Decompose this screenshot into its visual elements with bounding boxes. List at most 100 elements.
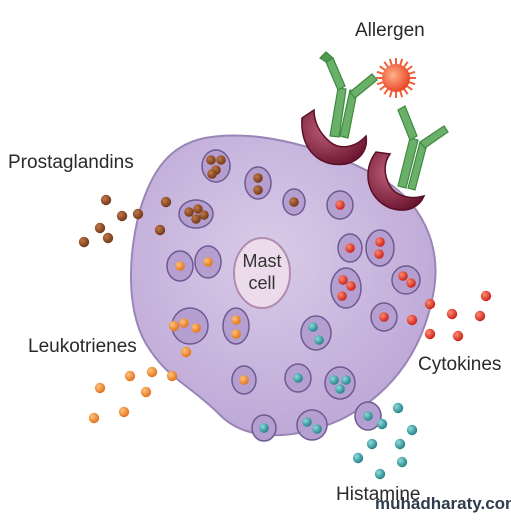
cytokine-particle	[480, 290, 492, 302]
prostaglandin-particle	[207, 169, 217, 179]
prostaglandin-particle	[102, 232, 114, 244]
granule	[222, 307, 250, 345]
granule	[365, 229, 395, 267]
histamine-particle	[341, 375, 351, 385]
histamine-particle	[406, 424, 418, 436]
prostaglandin-particle	[94, 222, 106, 234]
prostaglandin-particle	[193, 204, 203, 214]
histamine-particle	[312, 424, 322, 434]
granule	[231, 365, 257, 395]
cytokine-particle	[375, 237, 385, 247]
leukotrienes-label: Leukotrienes	[28, 336, 137, 357]
granule	[296, 409, 328, 441]
mast-cell-label-line2: cell	[248, 273, 276, 293]
histamine-particle	[394, 438, 406, 450]
histamine-particle	[308, 322, 318, 332]
leukotriene-particle	[203, 257, 213, 267]
ige-antibody-icon	[397, 105, 449, 191]
cytokine-particle	[345, 243, 355, 253]
histamine-particle	[374, 468, 386, 480]
prostaglandin-particle	[100, 194, 112, 206]
cytokine-particle	[374, 249, 384, 259]
prostaglandin-particle	[160, 196, 172, 208]
leukotriene-particle	[180, 346, 192, 358]
granule	[194, 245, 222, 279]
histamine-particle	[329, 375, 339, 385]
leukotriene-particle	[146, 366, 158, 378]
prostaglandin-particle	[199, 210, 209, 220]
granule-vesicle	[365, 229, 395, 267]
granule	[244, 166, 272, 200]
prostaglandin-particle	[253, 173, 263, 183]
granule	[330, 267, 362, 309]
granule	[282, 188, 306, 216]
leukotriene-particle	[166, 370, 178, 382]
histamine-label: Histamine	[336, 484, 421, 505]
leukotriene-particle	[124, 370, 136, 382]
granule	[326, 190, 354, 220]
histamine-particle	[366, 438, 378, 450]
leukotriene-particle	[231, 329, 241, 339]
histamine-particle	[392, 402, 404, 414]
prostaglandin-particle	[184, 207, 194, 217]
histamine-particle	[363, 411, 373, 421]
granule	[391, 265, 421, 295]
histamine-particle	[396, 456, 408, 468]
cytokine-particle	[446, 308, 458, 320]
leukotriene-particle	[191, 323, 201, 333]
cytokine-particle	[338, 275, 348, 285]
granule	[324, 366, 356, 400]
histamine-particle	[293, 373, 303, 383]
allergen-core	[382, 64, 410, 92]
granules	[166, 149, 421, 442]
histamine-particle	[302, 417, 312, 427]
leukotriene-particle	[94, 382, 106, 394]
cytokine-particle	[452, 330, 464, 342]
granule	[370, 302, 398, 332]
cytokine-particle	[398, 271, 408, 281]
cytokine-particle	[424, 328, 436, 340]
granule-vesicle	[300, 315, 332, 351]
prostaglandin-particle	[216, 155, 226, 165]
ige-antibody-icon	[319, 51, 378, 139]
prostaglandin-particle	[191, 214, 201, 224]
cytokine-particle	[406, 278, 416, 288]
watermark: muhadharaty.com	[375, 494, 511, 513]
leukotriene-particle	[231, 315, 241, 325]
granule-vesicle	[391, 265, 421, 295]
granule	[251, 414, 277, 442]
granule-vesicle	[296, 409, 328, 441]
cytokine-particle	[406, 314, 418, 326]
granule	[201, 149, 231, 183]
cytokine-particle	[424, 298, 436, 310]
cytokine-particle	[346, 281, 356, 291]
granule	[284, 363, 312, 393]
cytokine-particle	[337, 291, 347, 301]
nucleus	[233, 237, 291, 309]
granule-vesicle	[178, 199, 214, 229]
prostaglandin-particle	[253, 185, 263, 195]
histamine-particle	[259, 423, 269, 433]
fc-receptor-icon	[301, 108, 368, 166]
leukotriene-particle	[239, 375, 249, 385]
histamine-particle	[352, 452, 364, 464]
prostaglandin-particle	[289, 197, 299, 207]
leukotriene-particle	[88, 412, 100, 424]
granule	[178, 199, 214, 229]
cytokine-particle	[379, 312, 389, 322]
prostaglandin-particle	[132, 208, 144, 220]
prostaglandin-particle	[116, 210, 128, 222]
allergen-icon	[376, 58, 416, 98]
mast-cell-label: Mast cell	[234, 250, 290, 294]
granule-vesicle	[222, 307, 250, 345]
prostaglandin-particle	[154, 224, 166, 236]
prostaglandin-particle	[78, 236, 90, 248]
granule	[300, 315, 332, 351]
cytokines-label: Cytokines	[418, 354, 502, 375]
cytokine-particle	[335, 200, 345, 210]
granule	[166, 250, 194, 282]
leukotriene-particle	[179, 318, 189, 328]
cytokine-particle	[474, 310, 486, 322]
